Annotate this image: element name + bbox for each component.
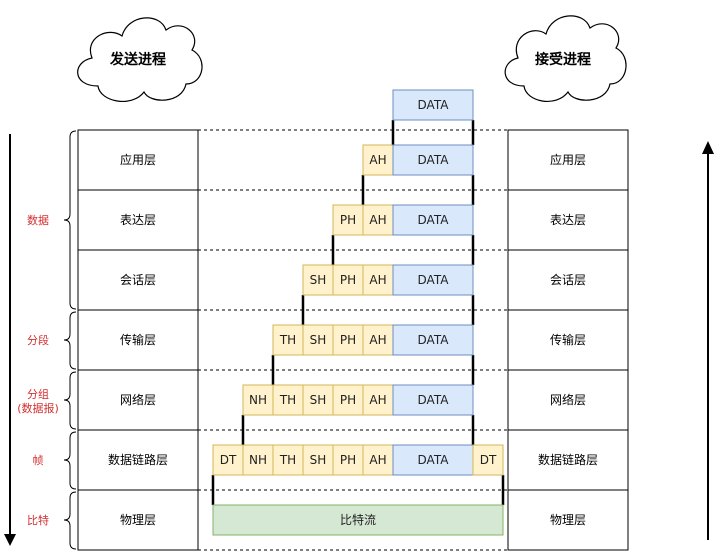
pdu-label-bit: 比特 [27,513,49,527]
header-nh: NH [249,453,267,467]
header-sh: SH [310,453,327,467]
layer-session: 会话层 [550,273,586,287]
receiver-cloud-label: 接受进程 [535,51,591,68]
sender-cloud-label: 发送进程 [109,51,166,68]
layer-transport: 传输层 [120,332,156,347]
header-ph: PH [340,213,356,227]
cloud-shape [504,15,627,102]
pdu-label-data: 数据 [27,213,49,227]
header-ph: PH [340,393,356,407]
sender-layer-stack: 应用层 表达层 会话层 传输层 网络层 数据链路层 物理层 [77,129,199,551]
pdu-label-frame: 帧 [33,453,44,467]
pdu-row-presentation: PH AH DATA [332,204,474,236]
header-ah: AH [369,333,386,347]
data-label: DATA [418,153,450,167]
header-th: TH [279,333,296,347]
header-ah: AH [369,213,386,227]
data-label: DATA [418,333,450,347]
header-ah: AH [369,393,386,407]
layer-physical: 物理层 [120,513,156,527]
layer-network: 网络层 [120,392,156,407]
layer-presentation: 表达层 [120,213,156,227]
header-ah: AH [369,153,386,167]
layer-separators [198,129,508,551]
layer-presentation: 表达层 [550,213,586,227]
layer-network: 网络层 [550,392,586,407]
trailer-dt: DT [480,453,497,467]
header-sh: SH [310,333,327,347]
layer-physical: 物理层 [550,513,586,527]
pdu-row-physical: 比特流 [212,504,504,536]
header-ph: PH [340,333,356,347]
pdu-label-packet: 分组 [27,387,49,401]
data-unit-top: DATA [392,89,474,121]
header-nh: NH [249,393,267,407]
header-dt: DT [220,453,237,467]
layer-transport: 传输层 [550,332,586,347]
up-arrow-icon [702,141,714,540]
layer-datalink: 数据链路层 [108,452,168,467]
sender-cloud: 发送进程 [77,17,203,102]
bitstream-label: 比特流 [340,512,376,527]
header-ah: AH [369,273,386,287]
receiver-cloud: 接受进程 [504,15,627,102]
down-arrow-icon [4,134,16,546]
header-sh: SH [310,273,327,287]
data-label: DATA [418,273,450,287]
data-label: DATA [418,213,450,227]
header-th: TH [279,393,296,407]
layer-application: 应用层 [550,152,586,167]
cloud-shape [77,17,203,102]
pdu-label-packet-sub: (数据报) [17,401,59,415]
pdu-row-transport: TH SH PH AH DATA [272,324,474,356]
header-ph: PH [340,453,356,467]
pdu-row-application: AH DATA [362,144,474,176]
header-ah: AH [369,453,386,467]
left-brace [63,130,77,550]
receiver-layer-stack: 应用层 表达层 会话层 传输层 网络层 数据链路层 物理层 [507,129,629,551]
pdu-row-datalink: DT NH TH SH PH AH DATA DT [212,444,504,476]
encapsulation-connectors [211,120,505,505]
layer-application: 应用层 [120,152,156,167]
pdu-row-session: SH PH AH DATA [302,264,474,296]
header-sh: SH [310,393,327,407]
data-label: DATA [418,98,450,112]
pdu-label-segment: 分段 [27,333,49,347]
layer-session: 会话层 [120,273,156,287]
pdu-row-network: NH TH SH PH AH DATA [242,384,474,416]
header-ph: PH [340,273,356,287]
layer-datalink: 数据链路层 [538,452,598,467]
data-label: DATA [418,393,450,407]
header-th: TH [279,453,296,467]
data-label: DATA [418,453,450,467]
